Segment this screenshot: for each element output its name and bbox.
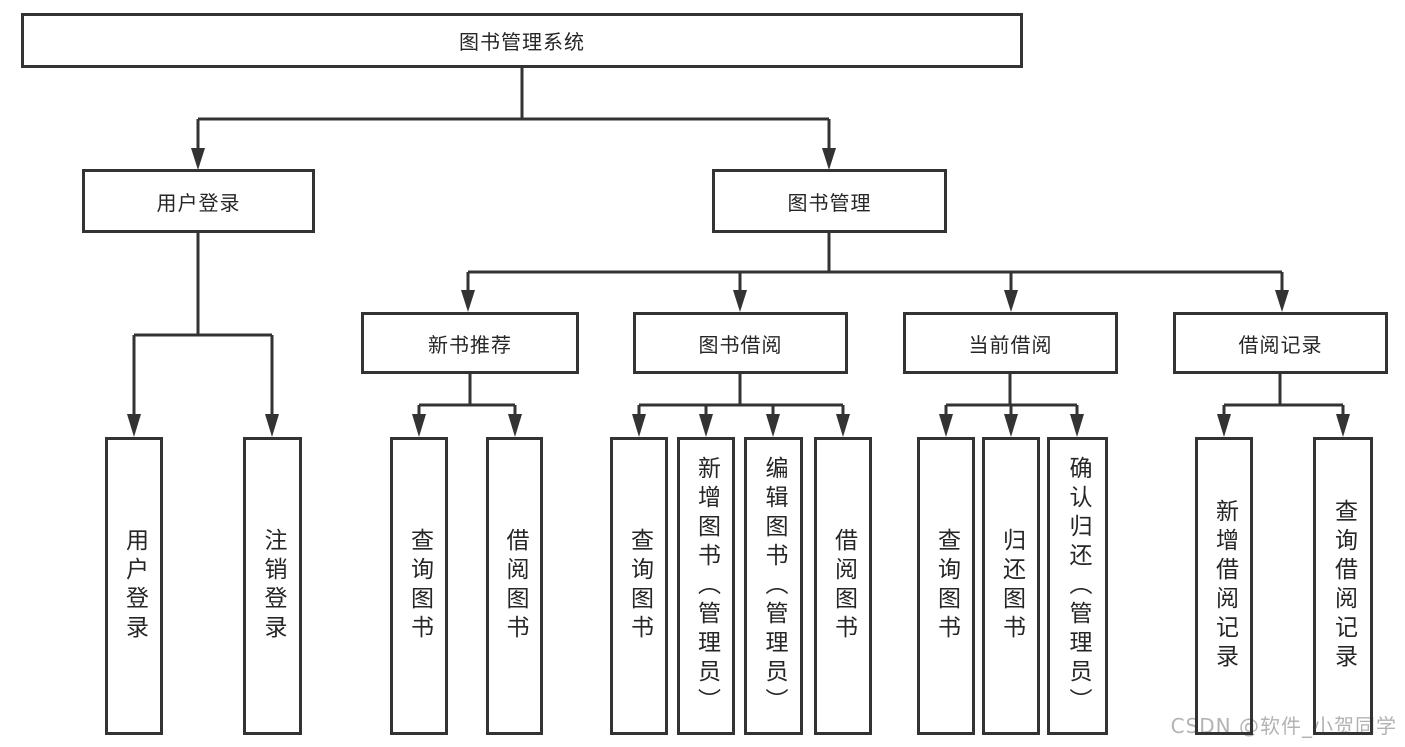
arrow-icon	[412, 414, 426, 437]
leaf-label: 新增图书（管理员）	[693, 455, 720, 717]
arrow-icon	[508, 414, 522, 437]
node-new-book-recommend: 新书推荐	[361, 312, 579, 374]
leaf-label: 注销登录	[260, 528, 286, 644]
arrow-icon	[1070, 414, 1084, 437]
leaf-label: 查询图书	[406, 528, 433, 644]
node-label: 图书借阅	[698, 332, 783, 357]
arrow-icon	[939, 414, 953, 437]
node-label: 当前借阅	[968, 332, 1053, 357]
leaf-user-login: 用户登录	[105, 437, 163, 735]
leaf-add-borrow-record: 新增借阅记录	[1195, 437, 1253, 735]
arrow-icon	[699, 414, 713, 437]
leaf-query-book-1: 查询图书	[390, 437, 448, 735]
leaf-return-book: 归还图书	[982, 437, 1040, 735]
leaf-label: 新增借阅记录	[1211, 499, 1238, 673]
leaf-logout: 注销登录	[243, 437, 302, 735]
arrow-icon	[822, 148, 836, 170]
arrow-icon	[1336, 414, 1350, 437]
leaf-label: 编辑图书（管理员）	[761, 455, 787, 717]
node-label: 借阅记录	[1238, 332, 1323, 357]
leaf-add-book-admin: 新增图书（管理员）	[677, 437, 735, 735]
leaf-label: 查询借阅记录	[1330, 499, 1357, 673]
connector-current-borrow	[944, 374, 1079, 416]
leaf-query-borrow-record: 查询借阅记录	[1313, 437, 1373, 735]
leaf-label: 借阅图书	[830, 528, 857, 644]
connector-root	[196, 68, 831, 150]
node-borrow-record: 借阅记录	[1173, 312, 1388, 374]
arrow-icon	[265, 414, 279, 437]
arrow-icon	[632, 414, 646, 437]
leaf-borrow-book-1: 借阅图书	[486, 437, 543, 735]
arrow-icon	[1217, 414, 1231, 437]
node-label: 用户登录	[156, 190, 241, 215]
node-label: 新书推荐	[428, 332, 512, 357]
leaf-label: 借阅图书	[502, 528, 528, 644]
leaf-label: 查询图书	[626, 528, 653, 644]
node-label: 图书管理	[787, 190, 872, 215]
node-user-login: 用户登录	[82, 169, 315, 233]
connector-book-management	[466, 233, 1284, 292]
node-label: 图书管理系统	[459, 30, 585, 54]
arrow-icon	[1004, 290, 1018, 312]
leaf-query-book-2: 查询图书	[610, 437, 668, 735]
node-book-management: 图书管理	[712, 169, 947, 233]
arrow-icon	[191, 148, 205, 170]
connector-new-book	[417, 374, 517, 416]
leaf-edit-book-admin: 编辑图书（管理员）	[744, 437, 803, 735]
connector-borrow-record	[1222, 374, 1345, 416]
arrow-icon	[461, 290, 475, 312]
node-system-root: 图书管理系统	[21, 13, 1023, 68]
leaf-confirm-return-admin: 确认归还（管理员）	[1047, 437, 1108, 735]
leaf-label: 查询图书	[933, 528, 960, 644]
connector-user-login	[132, 233, 274, 416]
arrow-icon	[766, 414, 780, 437]
leaf-label: 用户登录	[121, 528, 148, 644]
arrow-icon	[1004, 414, 1018, 437]
leaf-label: 确认归还（管理员）	[1065, 455, 1091, 717]
leaf-query-book-3: 查询图书	[917, 437, 975, 735]
csdn-watermark: CSDN @软件_小贺同学	[1170, 714, 1397, 738]
arrow-icon	[1275, 290, 1289, 312]
connector-book-borrow	[637, 374, 845, 416]
arrow-icon	[733, 290, 747, 312]
arrowheads	[127, 148, 1350, 437]
arrow-icon	[127, 414, 141, 437]
arrow-icon	[836, 414, 850, 437]
node-current-borrow: 当前借阅	[903, 312, 1118, 374]
leaf-label: 归还图书	[998, 528, 1025, 644]
leaf-borrow-book-2: 借阅图书	[814, 437, 872, 735]
node-book-borrow: 图书借阅	[633, 312, 848, 374]
